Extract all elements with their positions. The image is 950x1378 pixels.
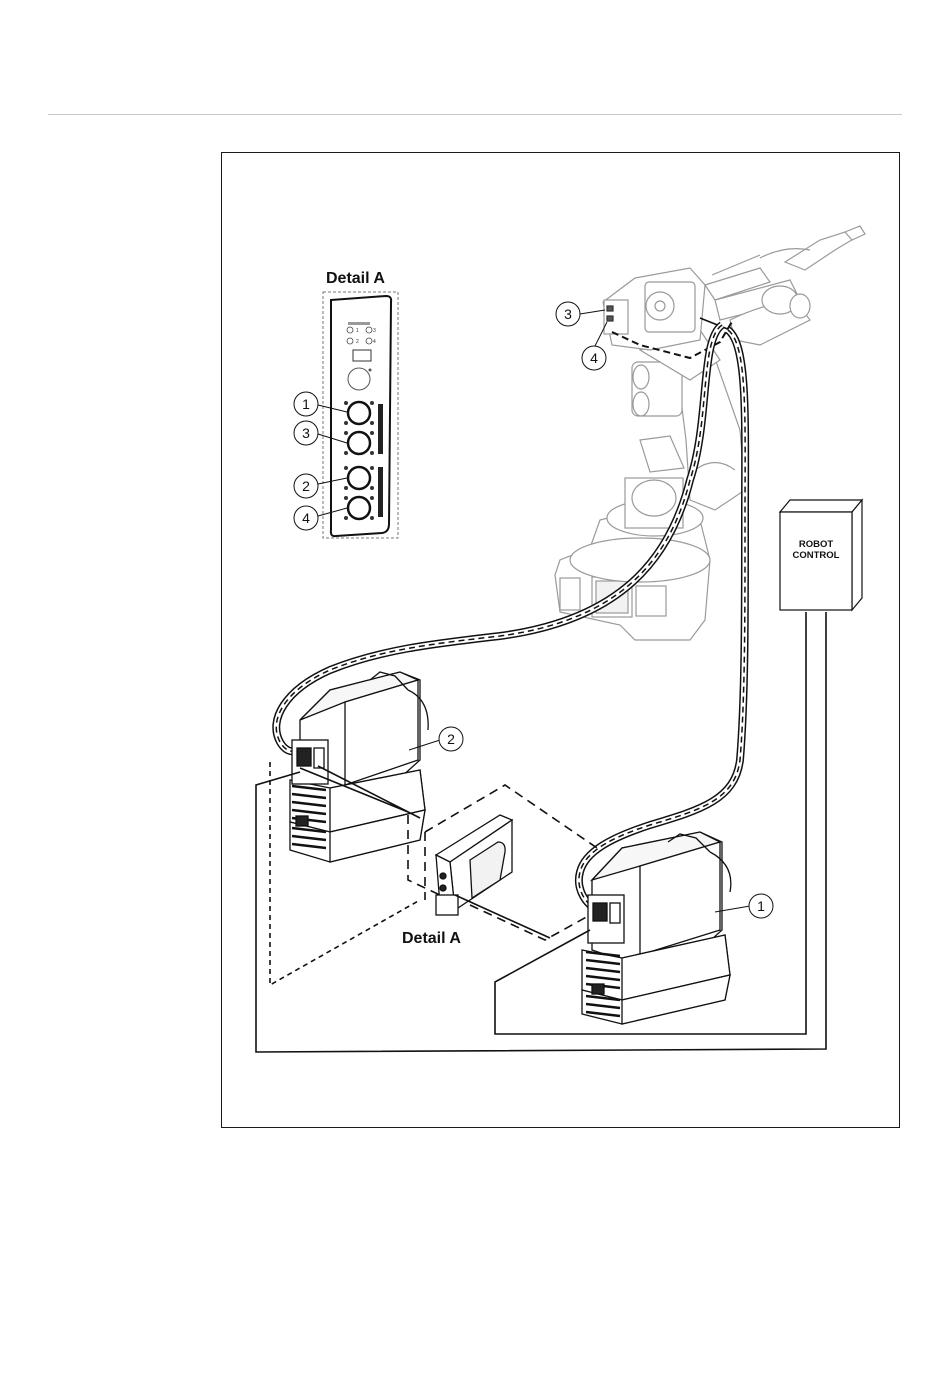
panel-led-label-4: 4: [373, 339, 376, 345]
robot-control-line1: ROBOT: [799, 539, 834, 550]
callout-panel-1-text: 1: [302, 396, 310, 412]
detail-a-title-top: Detail A: [326, 270, 385, 287]
callout-robot-3: 3: [556, 302, 605, 326]
robot-control-line2: CONTROL: [793, 550, 840, 561]
callout-robot-3-text: 3: [564, 306, 572, 322]
callout-robot-4: 4: [582, 322, 607, 370]
socket-strip-lower: [378, 467, 383, 517]
callout-panel-2-text: 2: [302, 478, 310, 494]
callout-robot-4-text: 4: [590, 350, 598, 366]
solid-link-detail: [455, 895, 550, 938]
detail-a-panel: Detail A 1 3 2 4: [294, 270, 398, 538]
panel-led-label-1: 1: [356, 328, 359, 334]
power-source-1: [582, 832, 731, 1024]
detail-a-title-bottom: Detail A: [402, 930, 461, 947]
socket-strip-upper: [378, 404, 383, 454]
panel-led-label-2: 2: [356, 339, 359, 345]
callout-source-2-text: 2: [447, 731, 455, 747]
callout-source-1-text: 1: [757, 898, 765, 914]
panel-led-label-3: 3: [373, 328, 376, 334]
callout-panel-3-text: 3: [302, 425, 310, 441]
robot-control-box: ROBOT CONTROL: [780, 500, 862, 610]
detail-a-unit: [436, 815, 512, 915]
callout-panel-4-text: 4: [302, 510, 310, 526]
callout-source-1: 1: [715, 894, 773, 918]
